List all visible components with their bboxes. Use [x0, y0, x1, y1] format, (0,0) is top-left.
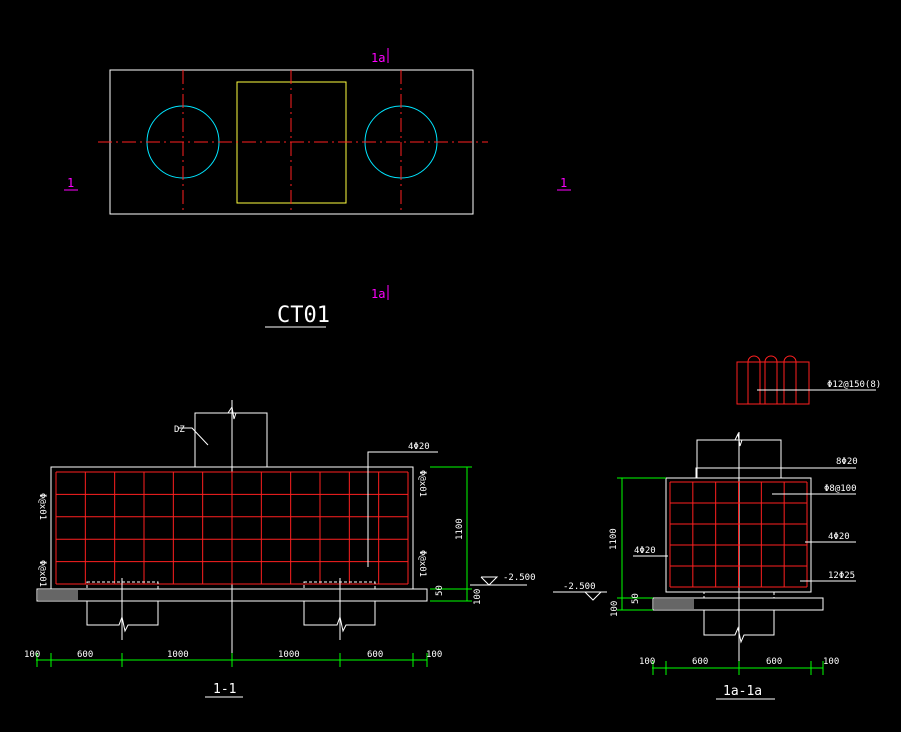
dim-100: 100	[473, 589, 483, 605]
side-label-tr: Φ@x01	[417, 470, 427, 497]
pile-right	[303, 601, 376, 633]
stirrup-outer	[736, 361, 810, 405]
side-label-tl: Φ@x01	[37, 493, 47, 520]
dim-3: 1000	[167, 650, 189, 660]
dim-ticks-11	[36, 653, 428, 667]
plan-title: CT01	[277, 303, 330, 328]
dim-2: 600	[77, 650, 93, 660]
dim-6: 100	[426, 650, 442, 660]
dim-50-1a: 50	[631, 593, 641, 604]
dim-1a-4: 100	[823, 657, 839, 667]
label-12phi25: 12Φ25	[828, 571, 855, 581]
elev-label-1a: -2.500	[563, 582, 596, 592]
dim-1a-2: 600	[692, 657, 708, 667]
dim-4: 1000	[278, 650, 300, 660]
pile-left	[86, 601, 159, 633]
section-1a-1a: Φ12@150(8) 8Φ20 Φ8@100 4Φ20 4Φ20 12Φ25 1…	[553, 355, 881, 700]
dim-1a-3: 600	[766, 657, 782, 667]
section-1a-title: 1a-1a	[723, 684, 762, 699]
cap-section-1a	[665, 477, 812, 593]
side-label-bl: Φ@x01	[37, 560, 47, 587]
rebar-top-label: 4Φ20	[408, 442, 430, 452]
hatch-left	[38, 590, 78, 600]
stirrup-legs	[747, 355, 797, 404]
elev-label: -2.500	[503, 573, 536, 583]
col-label: DZ	[174, 425, 185, 435]
pile-1a	[703, 610, 775, 644]
dim-100-1a: 100	[610, 601, 620, 617]
section-mark-top: 1a	[371, 51, 385, 65]
label-phi8: Φ8@100	[824, 484, 857, 494]
label-4phi20-right: 4Φ20	[828, 532, 850, 542]
section-1-1: DZ 4Φ20 Φ@x01 Φ@x01 Φ@x01 Φ@x01 1100 50 …	[24, 400, 536, 698]
column-stub	[194, 412, 268, 467]
dim-height-1a-label: 1100	[609, 528, 619, 550]
side-label-br: Φ@x01	[417, 550, 427, 577]
elev-triangle-1a	[584, 591, 603, 601]
dim-height: 1100	[455, 518, 465, 540]
break-mark-top	[227, 405, 237, 420]
plan-view: 1a 1a 1 1 CT01	[64, 48, 571, 328]
label-4phi20-left: 4Φ20	[634, 546, 656, 556]
dim-1a-1: 100	[639, 657, 655, 667]
rebar-mesh	[55, 471, 409, 585]
dim-ticks-1a	[652, 661, 824, 675]
stirrup-label: Φ12@150(8)	[827, 380, 881, 390]
section-1-1-title: 1-1	[213, 682, 236, 697]
dim-1: 100	[24, 650, 40, 660]
dim-50: 50	[435, 585, 445, 596]
stirrup-detail: Φ12@150(8)	[736, 355, 881, 405]
label-8phi20: 8Φ20	[836, 457, 858, 467]
leader-8phi20	[695, 467, 856, 478]
hatch-1a	[654, 599, 694, 609]
leader-top-rebar	[367, 451, 438, 567]
section-mark-left: 1	[67, 176, 74, 190]
leader-col	[178, 427, 209, 446]
elev-triangle	[480, 576, 499, 586]
pile-head-1a	[703, 591, 775, 599]
section-mark-right: 1	[560, 176, 567, 190]
cushion-layer	[36, 588, 428, 602]
section-mark-mid: 1a	[371, 287, 385, 301]
rebar-mesh-1a	[669, 481, 808, 588]
dim-5: 600	[367, 650, 383, 660]
